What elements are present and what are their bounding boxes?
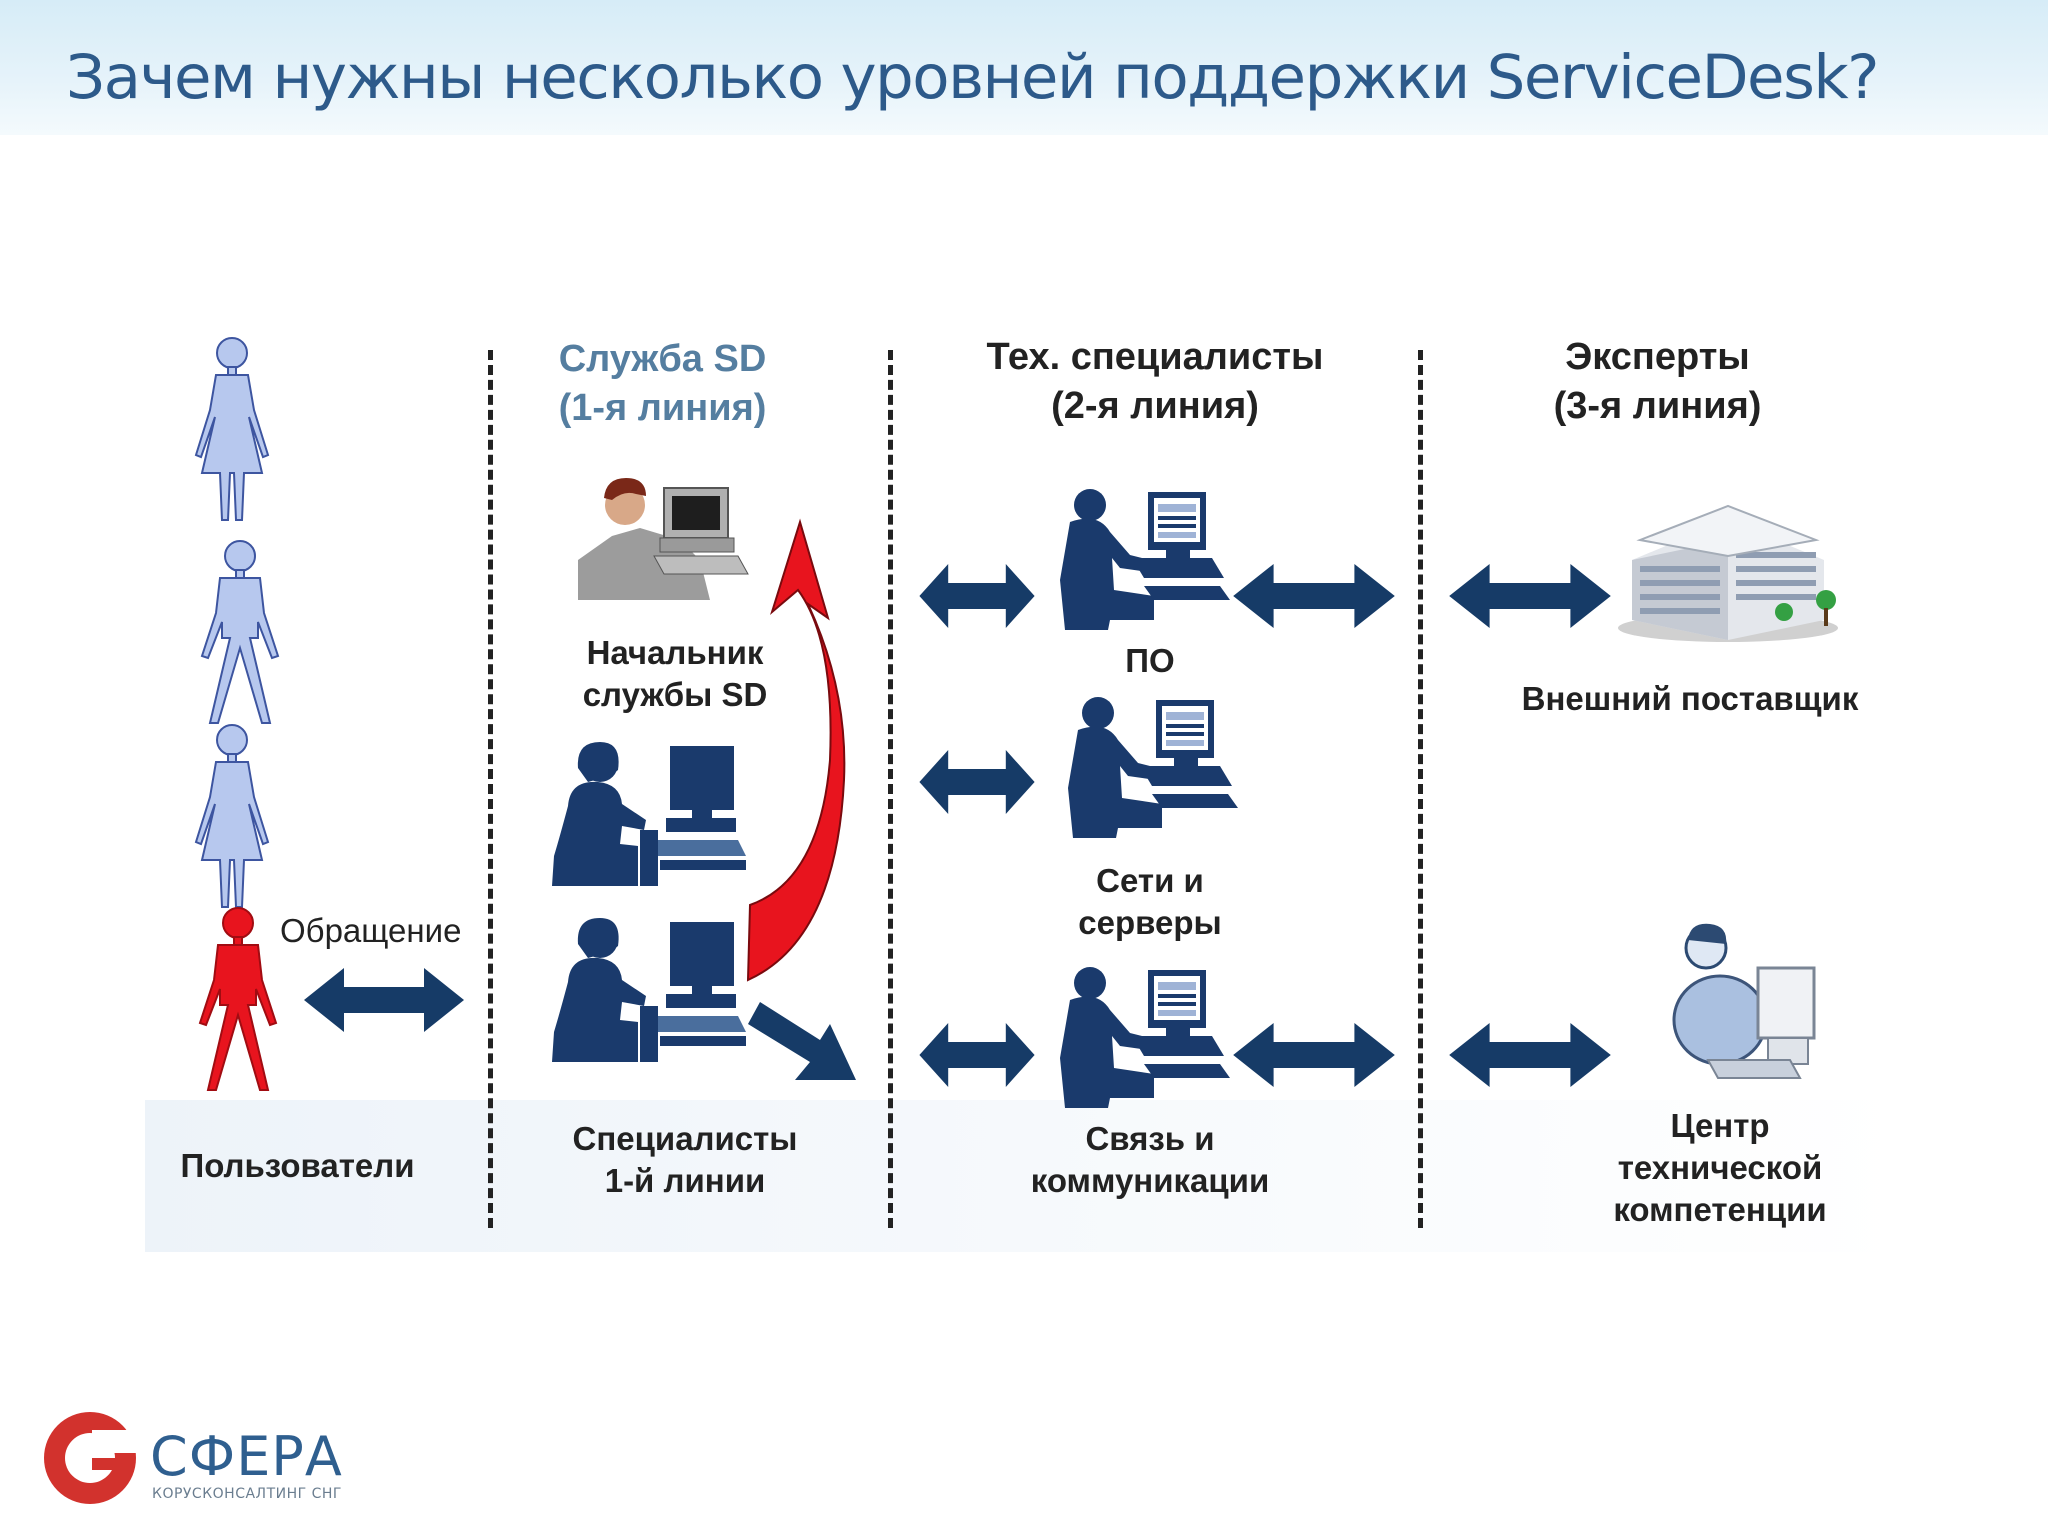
divider-users-first-line — [488, 350, 493, 1228]
networks-group-label-line2: серверы — [1078, 904, 1222, 942]
competence-center-label-line1: Центр — [1670, 1107, 1770, 1144]
third-line-header: Эксперты (3-я линия) — [1520, 333, 1795, 432]
first-line-specialists-line1: Специалисты — [572, 1120, 798, 1157]
networks-group-label: Сети и серверы — [1030, 860, 1270, 944]
networks-group-label-line1: Сети и — [1096, 862, 1204, 899]
logo-name: СФЕРА — [150, 1425, 343, 1488]
communications-group-label-line2: коммуникации — [1030, 1162, 1270, 1200]
slide-title: Зачем нужны несколько уровней поддержки … — [66, 42, 1880, 113]
second-line-header-title: Тех. специалисты — [986, 336, 1324, 378]
third-line-header-title: Эксперты — [1565, 336, 1750, 378]
first-line-header: Служба SD (1-я линия) — [540, 335, 785, 434]
first-line-header-sub: (1-я линия) — [558, 387, 767, 430]
communications-group-label-line1: Связь и — [1085, 1120, 1215, 1157]
first-line-specialists-label: Специалисты 1-й линии — [545, 1118, 825, 1202]
second-line-header-sub: (2-я линия) — [1051, 385, 1259, 428]
header-band — [0, 0, 2048, 135]
users-label: Пользователи — [180, 1147, 415, 1184]
diagram-footer-band — [145, 1100, 1905, 1252]
divider-second-third-line — [1418, 350, 1423, 1228]
sd-head-label-line1: Начальник — [586, 634, 764, 671]
external-vendor-label: Внешний поставщик — [1490, 678, 1890, 720]
divider-first-second-line — [888, 350, 893, 1228]
external-vendor-label-line1: Внешний поставщик — [1521, 680, 1859, 717]
appeal-label: Обращение — [280, 912, 462, 949]
third-line-header-sub: (3-я линия) — [1553, 385, 1762, 428]
second-line-header: Тех. специалисты (2-я линия) — [960, 333, 1350, 432]
software-group-label: ПО — [1050, 640, 1250, 682]
competence-center-label: Центр технической компетенции — [1560, 1105, 1880, 1232]
competence-center-label-line2: технической — [1617, 1149, 1823, 1187]
first-line-specialists-line2: 1-й линии — [604, 1162, 766, 1200]
software-group-label-line1: ПО — [1125, 642, 1175, 679]
sd-head-label-line2: службы SD — [582, 676, 768, 714]
competence-center-label-line3: компетенции — [1613, 1191, 1827, 1229]
sd-head-label: Начальник службы SD — [540, 632, 810, 716]
communications-group-label: Связь и коммуникации — [1000, 1118, 1300, 1202]
first-line-header-title: Служба SD — [558, 338, 767, 380]
logo-subtitle: КОРУСКОНСАЛТИНГ СНГ — [152, 1486, 342, 1502]
